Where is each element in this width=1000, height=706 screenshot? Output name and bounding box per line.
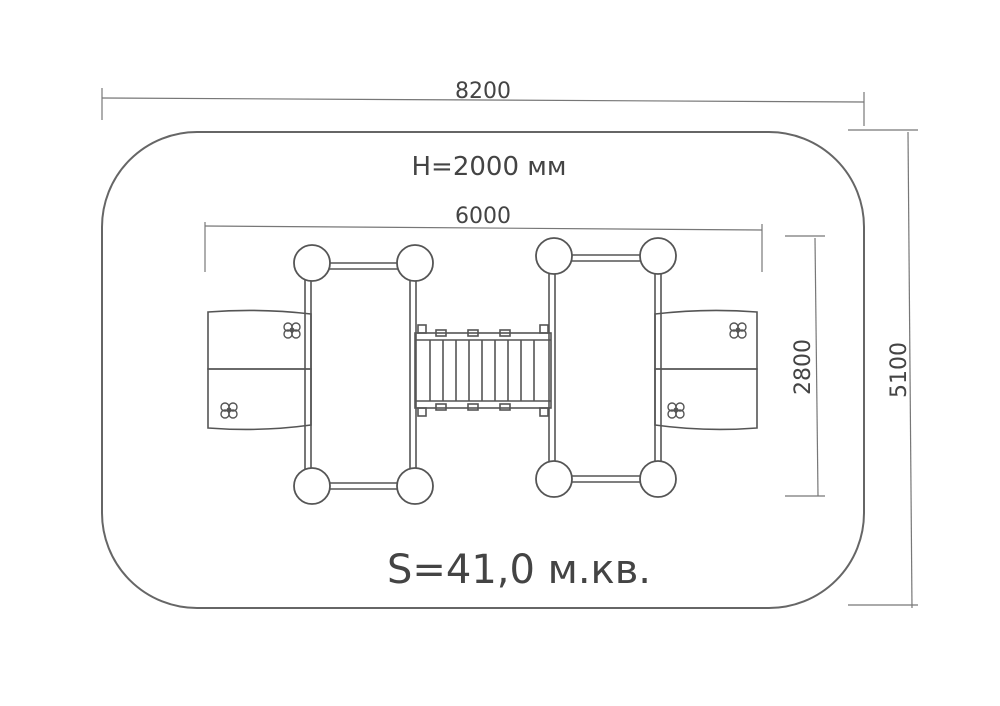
right-tower: [535, 237, 677, 498]
equipment-width-label: 6000: [455, 204, 511, 229]
flower-icon: [729, 322, 747, 339]
post-cap: [293, 244, 331, 282]
flower-icon: [667, 402, 685, 419]
flower-icon: [283, 322, 301, 339]
overall-depth-label: 5100: [887, 342, 912, 398]
left-tower: [293, 244, 434, 505]
right-side-panels: [654, 309, 758, 431]
post-cap: [396, 244, 434, 282]
bridge: [414, 324, 552, 417]
dimension-equipment-depth: 2800: [785, 235, 825, 497]
post-cap: [535, 460, 573, 498]
height-label: H=2000 мм: [412, 152, 567, 182]
overall-width-label: 8200: [455, 79, 511, 104]
flower-icon: [220, 402, 238, 419]
left-side-panels: [207, 309, 312, 431]
post-cap: [639, 237, 677, 275]
safety-zone-outline: [101, 131, 865, 609]
area-label: S=41,0 м.кв.: [387, 547, 651, 593]
dimension-overall-depth: 5100: [848, 129, 918, 609]
post-cap: [535, 237, 573, 275]
equipment-depth-label: 2800: [791, 339, 816, 395]
dimension-overall-width: 8200: [101, 79, 865, 126]
post-cap: [396, 467, 434, 505]
post-cap: [639, 460, 677, 498]
dimension-equipment-width: 6000: [204, 204, 763, 272]
post-cap: [293, 467, 331, 505]
